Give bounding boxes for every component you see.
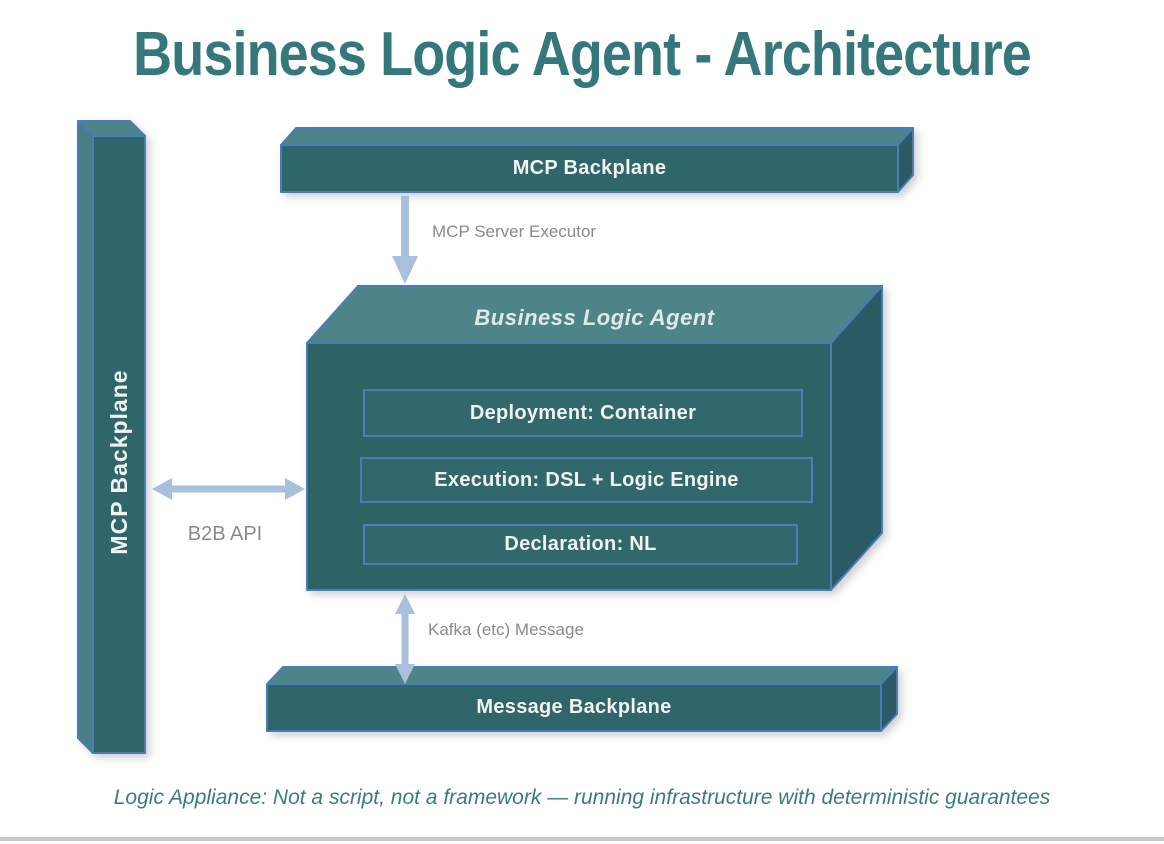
slide-caption: Logic Appliance: Not a script, not a fra… <box>113 786 1051 809</box>
left-column-side-face <box>77 120 94 754</box>
mcp-backplane-top-bar <box>280 127 914 193</box>
business-logic-agent-title: Business Logic Agent <box>474 305 715 330</box>
b2b-api-label: B2B API <box>187 523 263 545</box>
component-deployment: Deployment: Container <box>363 389 803 437</box>
mcp-server-executor-label: MCP Server Executor <box>432 222 597 241</box>
top-bar-top-face <box>280 127 914 146</box>
horizontal-double-arrow-icon <box>152 478 305 500</box>
mcp-backplane-left-label: MCP Backplane <box>105 369 132 555</box>
kafka-message-label: Kafka (etc) Message <box>428 620 584 639</box>
mcp-backplane-left-column <box>77 120 146 754</box>
left-column-front-face <box>92 135 146 754</box>
mcp-backplane-top-label: MCP Backplane <box>512 157 667 179</box>
component-execution: Execution: DSL + Logic Engine <box>360 457 813 503</box>
message-bar-front-face <box>266 683 882 732</box>
vertical-double-arrow-icon <box>395 594 415 684</box>
page-title: Business Logic Agent - Architecture <box>133 20 1032 89</box>
message-backplane-bar <box>266 666 898 732</box>
message-backplane-label: Message Backplane <box>476 696 672 718</box>
top-bar-front-face <box>280 144 899 193</box>
component-declaration: Declaration: NL <box>363 524 798 565</box>
message-bar-top-face <box>266 666 898 685</box>
bottom-divider <box>0 837 1164 841</box>
down-arrow-icon <box>392 196 418 284</box>
